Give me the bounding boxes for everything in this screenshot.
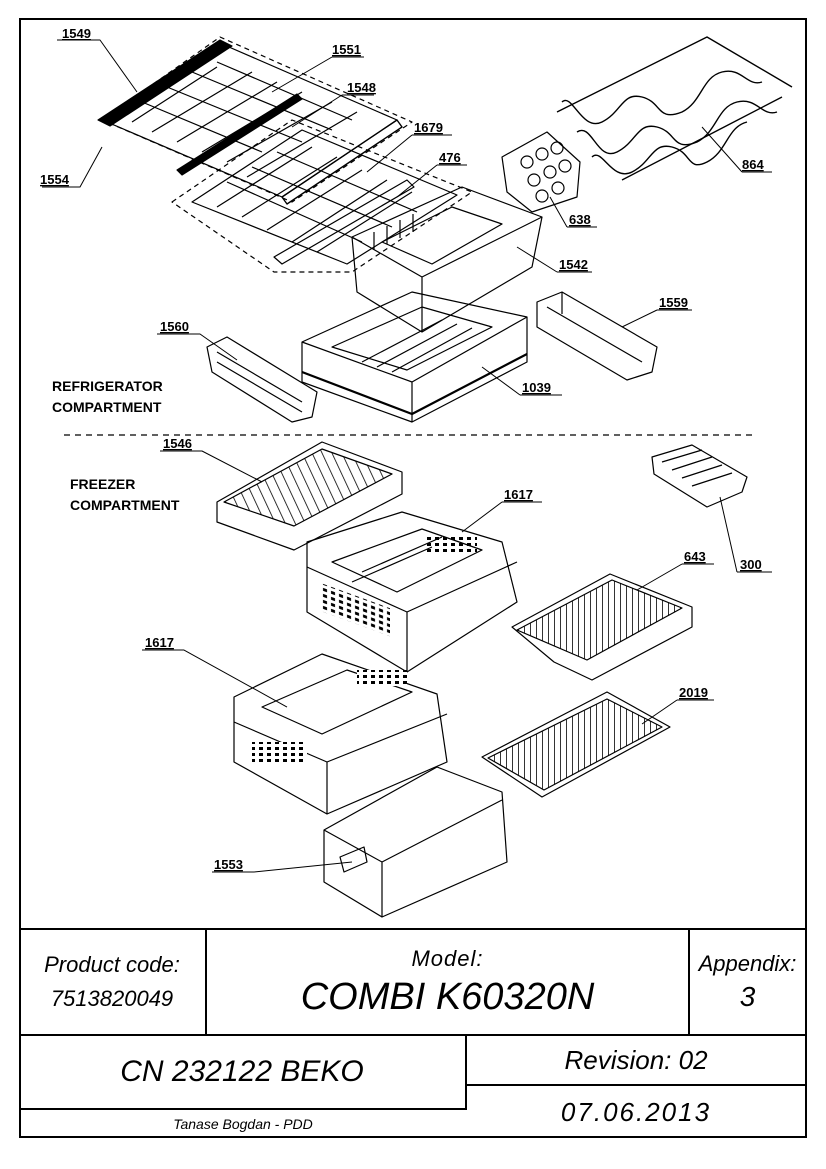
- revision-value: Revision: 02: [564, 1044, 708, 1075]
- freezer-grill-shelf: [216, 441, 403, 551]
- product-code-value: 7513820049: [50, 986, 174, 1011]
- part-labels: 1549 1551 1548 1554 1679 476 864 638 154…: [40, 26, 764, 872]
- drawing-sheet: 1549 1551 1548 1554 1679 476 864 638 154…: [19, 18, 807, 1138]
- label-1549: 1549: [62, 26, 91, 41]
- label-1617-upper: 1617: [504, 487, 533, 502]
- label-476: 476: [439, 150, 461, 165]
- label-300: 300: [740, 557, 762, 572]
- freezer-label-line2: COMPARTMENT: [70, 497, 180, 513]
- egg-tray: [501, 131, 581, 213]
- glass-shelf-lower: [191, 129, 458, 265]
- crisper-drawer: [351, 186, 543, 333]
- appendix-label: Appendix:: [698, 951, 797, 976]
- revision-cell: Revision: 02: [467, 1034, 805, 1084]
- wine-rack: [556, 36, 793, 181]
- side-cover-right: [536, 291, 658, 381]
- label-1554: 1554: [40, 172, 70, 187]
- label-1560: 1560: [160, 319, 189, 334]
- label-864: 864: [742, 157, 764, 172]
- label-1551: 1551: [332, 42, 361, 57]
- model-cell: Model: COMBI K60320N: [207, 930, 690, 1034]
- label-638: 638: [569, 212, 591, 227]
- wire-shelf-2019: [481, 691, 671, 798]
- model-label: Model:: [411, 945, 484, 971]
- label-1548: 1548: [347, 80, 376, 95]
- label-1553: 1553: [214, 857, 243, 872]
- label-1679: 1679: [414, 120, 443, 135]
- author-cell: Tanase Bogdan - PDD: [19, 1108, 467, 1138]
- freezer-basket-upper: [306, 511, 518, 673]
- exploded-parts-diagram: 1549 1551 1548 1554 1679 476 864 638 154…: [40, 26, 793, 918]
- date-value: 07.06.2013: [560, 1096, 712, 1127]
- title-block: Product code: 7513820049 Model: COMBI K6…: [19, 928, 807, 1138]
- wire-shelf-643: [511, 573, 693, 681]
- refrigerator-label-line1: REFRIGERATOR: [52, 378, 163, 394]
- label-1039: 1039: [522, 380, 551, 395]
- freezer-basket-lower: [233, 653, 448, 815]
- product-code-cell: Product code: 7513820049: [19, 930, 207, 1034]
- appendix-cell: Appendix: 3: [690, 930, 805, 1034]
- label-1559: 1559: [659, 295, 688, 310]
- label-2019: 2019: [679, 685, 708, 700]
- label-1546: 1546: [163, 436, 192, 451]
- freezer-label-line1: FREEZER: [70, 476, 135, 492]
- product-code-label: Product code:: [44, 952, 180, 977]
- freezer-drawer-bottom: [323, 766, 508, 918]
- glass-shelf-group-outline-2: [171, 119, 473, 273]
- leader-lines: [42, 39, 772, 873]
- appendix-value: 3: [739, 981, 756, 1012]
- author-value: Tanase Bogdan - PDD: [173, 1116, 313, 1132]
- model-value: COMBI K60320N: [300, 975, 595, 1018]
- date-cell: 07.06.2013: [467, 1084, 805, 1138]
- cn-cell: CN 232122 BEKO: [19, 1034, 467, 1108]
- ice-cube-tray: [651, 444, 748, 508]
- label-1542: 1542: [559, 257, 588, 272]
- refrigerator-label-line2: COMPARTMENT: [52, 399, 162, 415]
- side-cover-left: [206, 336, 318, 423]
- cn-value: CN 232122 BEKO: [120, 1055, 364, 1088]
- label-643: 643: [684, 549, 706, 564]
- glass-shelf-top: [97, 39, 403, 205]
- fresh-drawer: [301, 291, 528, 423]
- label-1617-lower: 1617: [145, 635, 174, 650]
